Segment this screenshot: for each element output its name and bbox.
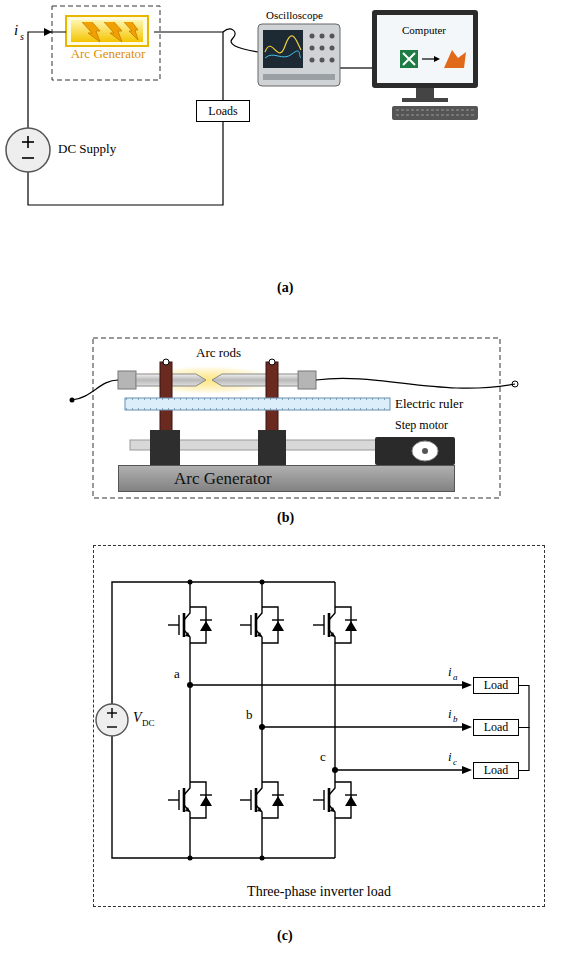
terminal <box>163 359 169 365</box>
load-box: Load <box>473 762 519 779</box>
ruler-ticks <box>125 398 390 410</box>
phase-node: c <box>320 750 326 764</box>
rod-holder <box>118 371 136 389</box>
wire <box>519 728 529 771</box>
device-label: Oscilloscope <box>266 9 323 21</box>
motor-face <box>412 441 438 461</box>
terminal <box>512 381 518 387</box>
part-label: Step motor <box>395 419 448 432</box>
current-symbol: i <box>448 665 452 679</box>
source-signs <box>22 136 34 158</box>
panel-caption: (c) <box>277 928 293 943</box>
motor-shaft <box>422 448 428 454</box>
generator-base: Arc Generator <box>118 465 455 492</box>
dc-source <box>6 128 50 172</box>
phase-node: a <box>174 667 180 681</box>
terminal <box>70 398 75 403</box>
node-text: Load <box>474 720 518 735</box>
subscript: c <box>453 758 457 768</box>
electric-ruler <box>125 398 390 410</box>
panel-a-drawing <box>6 6 478 205</box>
post <box>160 362 172 432</box>
node-text: Arc Generator <box>62 47 154 61</box>
arc-rod <box>212 374 298 386</box>
dashed-frame <box>93 338 500 498</box>
current-symbol: i <box>14 22 18 39</box>
subscript: a <box>453 673 458 683</box>
post-foot <box>150 430 180 465</box>
arc-icon <box>66 16 148 46</box>
inverter-schematic <box>96 580 472 861</box>
panel-caption: (b) <box>277 510 294 525</box>
source-symbol: V <box>133 710 142 725</box>
lightning <box>82 22 100 42</box>
step-motor <box>375 437 455 465</box>
computer <box>372 10 478 120</box>
lightning <box>124 22 138 40</box>
current-symbol: i <box>448 707 452 721</box>
device-label: Computer <box>402 24 446 36</box>
node-text: Load <box>474 678 518 693</box>
current-arrow <box>44 28 52 36</box>
subscript: b <box>453 715 458 725</box>
load-box: Load <box>473 719 519 736</box>
inverter-panel: Three-phase inverter loadLoadLoadLoad <box>93 545 545 907</box>
part-label: Arc rods <box>196 346 241 360</box>
node-text: Arc Generator <box>174 466 454 491</box>
load-box: Load <box>473 677 519 694</box>
arc-icon-fill <box>71 20 143 42</box>
arc-generator-icon: Arc Generator <box>62 14 154 80</box>
panel-b-drawing <box>70 338 519 498</box>
node-text: Three-phase inverter load <box>94 884 544 900</box>
lightning <box>104 22 122 42</box>
post <box>266 362 278 432</box>
dc-source <box>96 704 128 736</box>
post-foot <box>258 430 286 465</box>
current-symbol: i <box>448 750 452 764</box>
node-text: Loads <box>197 101 249 121</box>
wire <box>154 32 223 100</box>
dashed-frame <box>52 6 160 80</box>
terminal <box>269 359 275 365</box>
subscript: s <box>20 31 24 42</box>
part-label: Electric ruler <box>395 397 463 411</box>
subscript: DC <box>142 719 155 729</box>
phase-node: b <box>246 708 253 722</box>
oscilloscope <box>258 24 340 86</box>
source-label: DC Supply <box>58 142 116 156</box>
rod-holder <box>298 371 316 389</box>
load-box: Loads <box>196 100 250 122</box>
wire <box>519 686 529 728</box>
node-text: Load <box>474 763 518 778</box>
panel-caption: (a) <box>277 280 293 295</box>
